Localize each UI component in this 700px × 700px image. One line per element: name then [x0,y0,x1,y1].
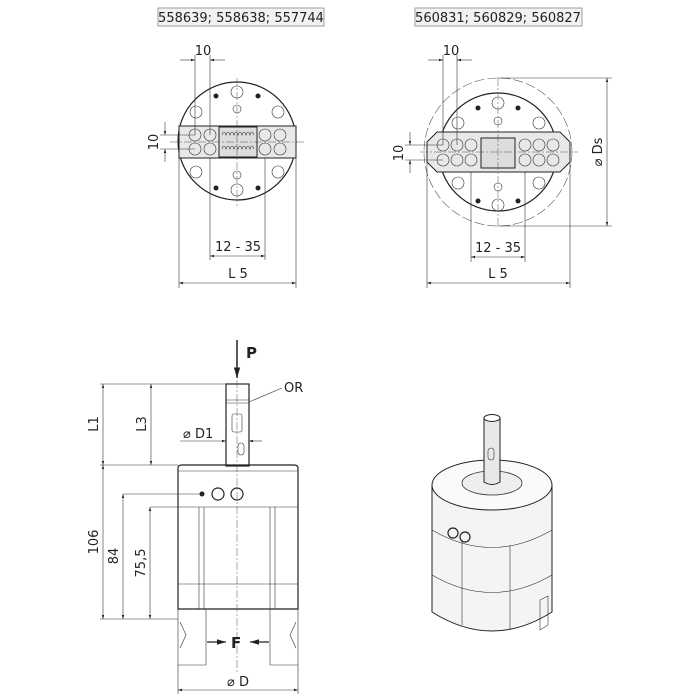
dim-height-106: 106 [87,530,102,555]
dim-length-right: L 5 [488,267,508,282]
dim-stroke-right: 12 - 35 [475,241,521,256]
top-view-left: 558639; 558638; 557744 10 10 12 - 35 L 5 [147,7,325,288]
pressure-label: P [246,344,257,362]
dim-D1: ⌀ D1 [183,427,213,442]
shank [225,383,250,467]
part-number-box-left [157,7,325,27]
dim-L3: L3 [135,416,150,432]
part-numbers-right: 560831; 560829; 560827 [415,11,581,26]
gripper-body [177,464,299,610]
dim-84: 84 [107,548,122,565]
part-numbers-left: 558639; 558638; 557744 [158,11,324,26]
isometric-view [431,414,553,632]
force-label: F [231,634,241,652]
dim-D: ⌀ D [227,675,249,690]
dim-length-left: L 5 [228,267,248,282]
dim-L1: L1 [87,416,102,432]
dim-pitch-y-left: 10 [147,134,162,151]
top-view-right: 560831; 560829; 560827 10 10 ⌀ Ds 12 - 3… [392,7,612,288]
dim-diameter-ds: ⌀ Ds [591,137,606,166]
dim-75-5: 75,5 [134,549,149,578]
dim-pitch-y-right: 10 [392,145,407,162]
side-view: P OR F L1 L3 ⌀ D1 106 84 75,5 ⌀ D [87,340,303,694]
dim-stroke-left: 12 - 35 [215,240,261,255]
dim-pitch-x-right: 10 [443,44,460,59]
oring-label: OR [284,381,303,396]
dim-pitch-x-left: 10 [195,44,212,59]
part-number-box-right [414,7,583,27]
